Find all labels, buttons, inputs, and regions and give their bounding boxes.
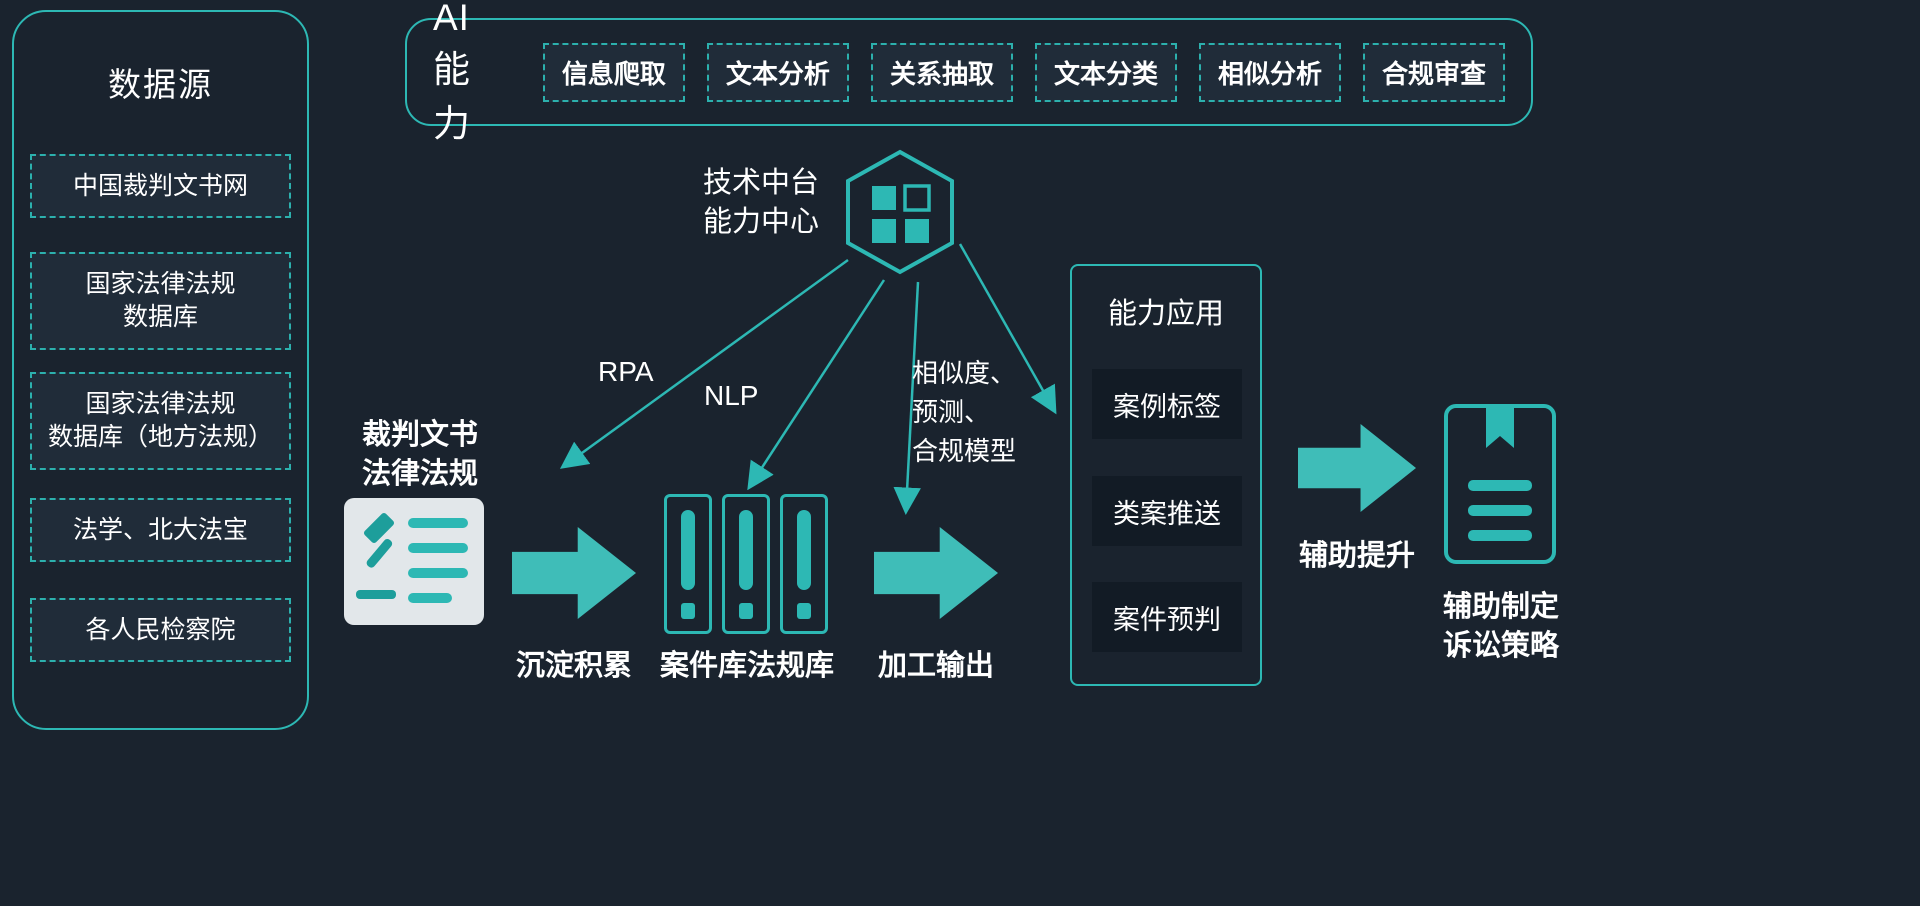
capability-item: 案例标签 — [1092, 369, 1242, 439]
step2-label: 案件库法规库 — [659, 650, 834, 682]
binder-icon — [722, 494, 770, 634]
binder-icon — [664, 494, 712, 634]
flow-arrow-icon — [874, 527, 998, 619]
data-sources-title: 数据源 — [108, 66, 213, 103]
ai-capability-item: 合规审查 — [1362, 42, 1505, 102]
data-source-item: 中国裁判文书网 — [30, 154, 291, 218]
hexagon-grid-icon — [842, 148, 958, 281]
gavel-document-icon — [344, 498, 484, 625]
capability-application-title: 能力应用 — [1107, 298, 1224, 330]
capability-application-panel: 能力应用 案例标签 类案推送 案件预判 — [1070, 264, 1262, 686]
capability-item: 类案推送 — [1092, 476, 1242, 546]
data-source-item: 国家法律法规 数据库 — [30, 252, 291, 350]
result-label: 辅助制定 诉讼策略 — [1442, 591, 1559, 663]
ai-capability-item: 信息爬取 — [542, 42, 685, 102]
flow-arrow-icon — [512, 527, 636, 619]
ai-capabilities-title: AI能力 — [433, 0, 471, 144]
source-documents-label: 裁判文书 法律法规 — [361, 419, 478, 491]
step3-label: 加工输出 — [877, 650, 994, 682]
ai-capability-item: 相似分析 — [1198, 42, 1341, 102]
step1-label: 沉淀积累 — [515, 650, 632, 682]
binder-icon — [780, 494, 828, 634]
step4-label: 辅助提升 — [1298, 540, 1415, 572]
model-label: 相似度、 预测、 合规模型 — [912, 358, 1017, 466]
ai-capabilities-panel: AI能力 信息爬取 文本分析 关系抽取 文本分类 相似分析 合规审查 — [405, 0, 1533, 144]
case-library-icons — [664, 494, 828, 634]
data-source-item: 法学、北大法宝 — [30, 498, 291, 562]
capability-item: 案件预判 — [1092, 582, 1242, 652]
nlp-label: NLP — [704, 380, 759, 411]
connector-nlp — [747, 279, 886, 491]
tech-center-label: 技术中台 能力中心 — [702, 167, 819, 239]
ai-capability-item: 关系抽取 — [870, 42, 1013, 102]
flow-arrow-icon — [1298, 424, 1416, 512]
data-source-item: 国家法律法规 数据库（地方法规） — [30, 372, 291, 470]
rpa-label: RPA — [598, 356, 654, 387]
data-source-item: 各人民检察院 — [30, 598, 291, 662]
ai-capability-item: 文本分析 — [706, 42, 849, 102]
ai-capability-item: 文本分类 — [1034, 42, 1177, 102]
bookmark-document-icon — [1444, 404, 1556, 564]
data-sources-panel: 数据源 中国裁判文书网 国家法律法规 数据库 国家法律法规 数据库（地方法规） … — [12, 10, 309, 730]
